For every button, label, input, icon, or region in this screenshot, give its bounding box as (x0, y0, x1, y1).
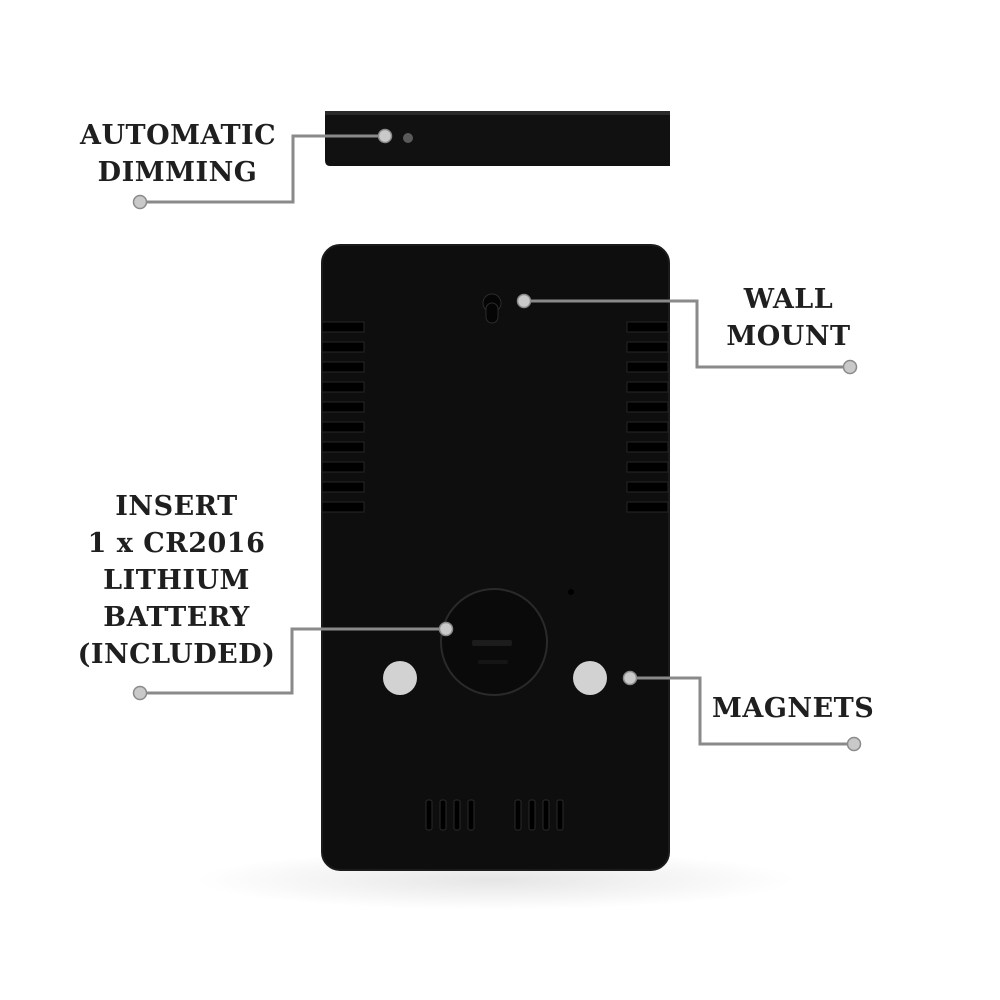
label-line: (INCLUDED) (77, 639, 276, 670)
bottom-vent-slot (528, 799, 536, 831)
leader-battery (140, 627, 446, 695)
label-line: 1 x CR2016 (87, 528, 266, 559)
bottom-vent-slot (439, 799, 447, 831)
bottom-vent-slot (467, 799, 475, 831)
label-line: MAGNETS (712, 693, 875, 724)
leader-nodes (132, 128, 862, 752)
vent-slot (321, 501, 365, 513)
node-dot (132, 685, 148, 701)
vent-slot (626, 381, 669, 393)
vent-slot (321, 461, 365, 473)
vent-icon (425, 799, 564, 831)
device-top-edge (325, 111, 670, 166)
vent-slot (321, 401, 365, 413)
vent-slot (626, 321, 669, 333)
vent-slot (321, 381, 365, 393)
leader-wall-mount (524, 299, 850, 369)
vent-slot (321, 421, 365, 433)
magnet-icon (383, 661, 417, 695)
vent-slot (321, 481, 365, 493)
vent-slot (626, 421, 669, 433)
leader-lines (140, 134, 854, 746)
vent-slot (626, 461, 669, 473)
keyhole-icon (482, 293, 502, 324)
label-line: MOUNT (726, 321, 851, 352)
label-line: LITHIUM (103, 565, 250, 596)
bottom-vent-slot (425, 799, 433, 831)
right-vent-slots (626, 321, 669, 513)
node-dot (846, 736, 862, 752)
magnet-icon (573, 661, 607, 695)
vent-slot (626, 441, 669, 453)
left-vent-slots (321, 321, 365, 513)
bottom-vent-slot (556, 799, 564, 831)
vent-slot (321, 321, 365, 333)
label-line: AUTOMATIC (80, 120, 277, 151)
vent-slot (321, 361, 365, 373)
label-magnets: MAGNETS (712, 690, 882, 727)
node-dot (377, 128, 393, 144)
node-dot (516, 293, 532, 309)
vent-slot (626, 401, 669, 413)
vent-slot (321, 341, 365, 353)
vent-slot (626, 361, 669, 373)
label-line: WALL (743, 284, 834, 315)
vent-slot (321, 441, 365, 453)
light-sensor-icon (403, 133, 413, 143)
label-line: INSERT (115, 491, 238, 522)
node-dot (132, 194, 148, 210)
vent-slot (626, 341, 669, 353)
leader-auto-dim (140, 134, 385, 204)
bottom-vent-slot (453, 799, 461, 831)
leader-magnets (630, 676, 854, 746)
label-battery: INSERT 1 x CR2016 LITHIUM BATTERY (INCLU… (70, 488, 283, 673)
bottom-vent-slot (542, 799, 550, 831)
battery-cover-icon (440, 588, 548, 696)
reset-hole (568, 589, 574, 595)
label-automatic-dimming: AUTOMATIC DIMMING (80, 117, 277, 191)
vent-slot (626, 501, 669, 513)
node-dot (622, 670, 638, 686)
bottom-vent-slot (514, 799, 522, 831)
label-line: BATTERY (103, 602, 250, 633)
label-line: DIMMING (97, 157, 258, 188)
device-back (321, 244, 670, 871)
vent-slot (626, 481, 669, 493)
node-dot (842, 359, 858, 375)
node-dot (438, 621, 454, 637)
label-wall-mount: WALL MOUNT (706, 281, 871, 355)
